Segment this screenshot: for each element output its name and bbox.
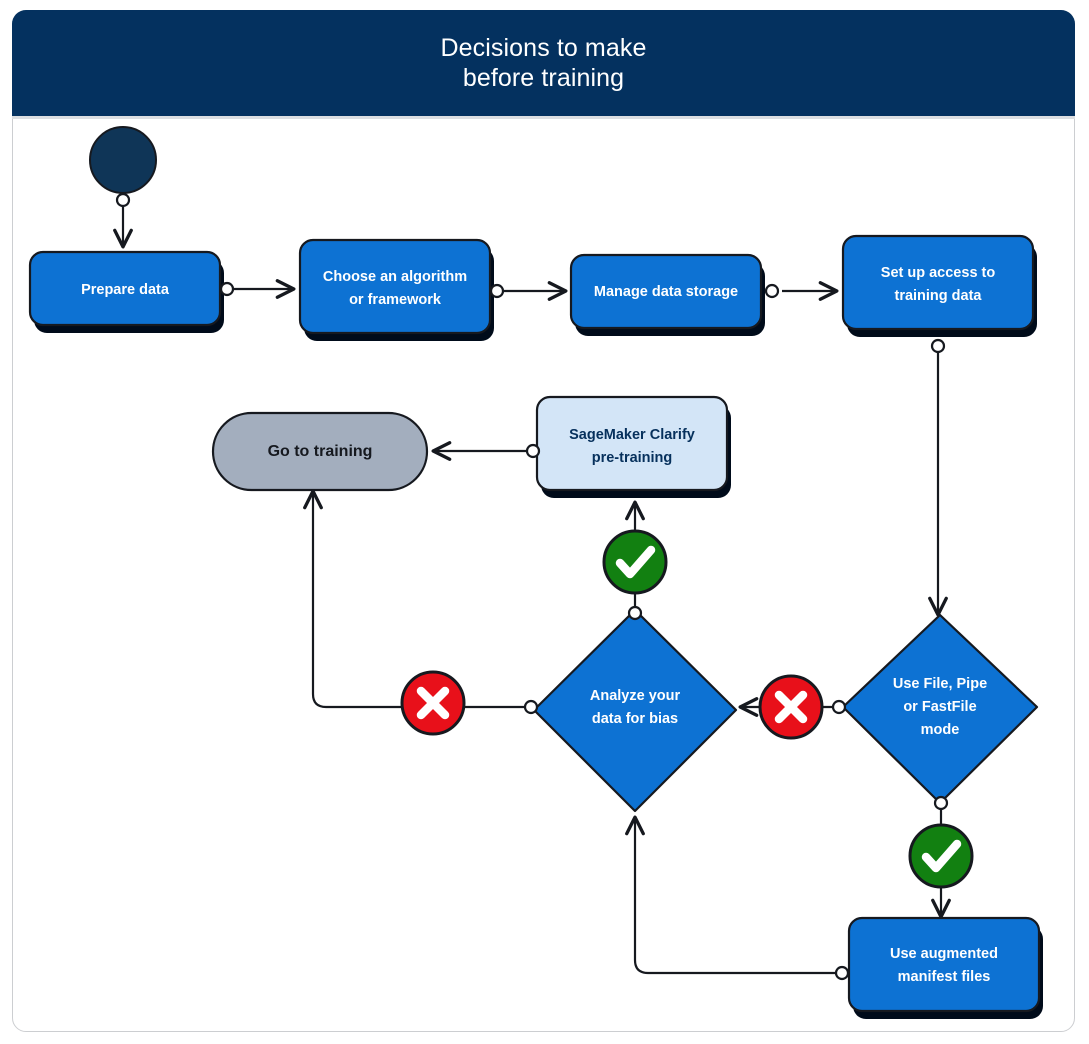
node-label-clarify-line-1: SageMaker Clarify (569, 427, 695, 443)
edge-source-dots (115, 192, 949, 981)
node-label-prepare-data: Prepare data (81, 282, 170, 298)
node-label-choose-algo-line-1: Choose an algorithm (323, 269, 467, 285)
page-title: Decisions to make before training (441, 33, 647, 93)
node-label-augmented-line-2: manifest files (898, 969, 991, 985)
node-label-setup-access-line-2: training data (894, 288, 982, 304)
node-label-file-mode-line-2: or FastFile (903, 699, 976, 715)
edge-dot-analyze-bias-left (523, 699, 539, 715)
node-label-manage-storage: Manage data storage (594, 284, 738, 300)
cross-icon (416, 686, 450, 720)
edge-layer (113, 200, 951, 975)
node-analyze-bias[interactable]: Analyze your data for bias (532, 608, 738, 813)
check-icon (921, 839, 962, 873)
page-title-line-1: Decisions to make (440, 34, 647, 62)
edge-dot-prepare-data (219, 281, 235, 297)
diagram-card-frame (12, 10, 1075, 1032)
header-divider (12, 116, 1075, 119)
node-augmented[interactable]: Use augmented manifest files (847, 916, 1043, 1019)
diagram-header: Decisions to make before training (12, 10, 1075, 116)
badge-yes-file-mode[interactable] (908, 823, 974, 889)
edge-dot-file-mode-left (831, 699, 847, 715)
badge-no-file-mode[interactable] (758, 674, 824, 740)
edge-dot-choose-algo (489, 283, 505, 299)
edge-dot-file-mode-bottom (933, 795, 949, 811)
node-clarify[interactable]: SageMaker Clarify pre-training (535, 395, 731, 498)
node-label-analyze-bias-line-1: Analyze your (590, 688, 681, 704)
node-label-file-mode-line-3: mode (921, 722, 960, 738)
node-label-file-mode-line-1: Use File, Pipe (893, 676, 987, 692)
node-label-go-to-training: Go to training (268, 443, 373, 460)
node-manage-storage[interactable]: Manage data storage (569, 253, 765, 336)
node-prepare-data[interactable]: Prepare data (28, 250, 224, 333)
node-label-clarify-line-2: pre-training (592, 450, 673, 466)
badge-no-bias-left[interactable] (400, 670, 466, 736)
node-label-choose-algo-line-2: or framework (349, 292, 442, 308)
node-choose-algo[interactable]: Choose an algorithm or framework (298, 238, 494, 341)
node-label-augmented-line-1: Use augmented (890, 946, 998, 962)
node-label-analyze-bias-line-2: data for bias (592, 711, 678, 727)
check-icon (615, 545, 656, 579)
edge-analyze-bias-to-go-to-training (303, 489, 529, 709)
badge-yes-clarify[interactable] (602, 529, 668, 595)
edge-dot-start (115, 192, 131, 208)
edge-dot-augmented (834, 965, 850, 981)
edge-dot-setup-access (930, 338, 946, 354)
node-file-mode[interactable]: Use File, Pipe or FastFile mode (841, 613, 1039, 805)
page-title-line-2: before training (462, 64, 625, 92)
cross-icon (774, 690, 808, 724)
node-setup-access[interactable]: Set up access to training data (841, 234, 1037, 337)
edge-dot-manage-storage (764, 283, 780, 299)
node-go-to-training[interactable]: Go to training (211, 411, 429, 492)
edge-dot-clarify (525, 443, 541, 459)
edge-dot-analyze-bias-top (627, 605, 643, 621)
edge-augmented-to-analyze-bias (625, 815, 849, 975)
node-start-circle[interactable] (89, 126, 157, 194)
node-label-setup-access-line-1: Set up access to (881, 265, 996, 281)
